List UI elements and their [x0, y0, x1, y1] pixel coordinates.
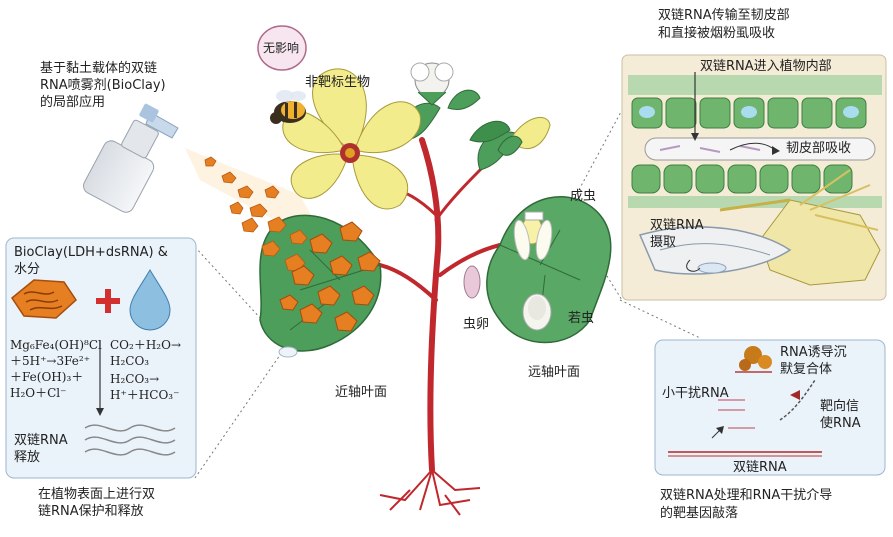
uptake-label-2: 摄取	[650, 235, 677, 250]
flower-icon	[282, 68, 421, 210]
cotton-boll-icon	[410, 62, 454, 106]
bottom-right-caption-1: 双链RNA处理和RNA干扰介导	[660, 488, 833, 503]
risc-complex-icon	[739, 346, 772, 371]
adult-label: 成虫	[570, 189, 597, 204]
eq-left-3: ＋Fe(OH)₃＋	[10, 370, 84, 384]
no-effect-label: 无影响	[263, 41, 300, 55]
risc-label-1: RNA诱导沉	[780, 345, 847, 360]
spray-particles	[204, 156, 308, 272]
dsrna-label: 双链RNA	[733, 460, 787, 475]
nymph-icon	[522, 293, 552, 331]
spray-title-line3: 的局部应用	[40, 95, 106, 110]
lower-cells	[631, 164, 853, 194]
risc-label-2: 默复合体	[780, 362, 833, 377]
spray-title-line2: RNA喷雾剂(BioClay)	[40, 78, 166, 93]
eq-left-1: Mg₆Fe₄(OH)⁸Cl	[10, 338, 102, 352]
clay-hexagon-icon	[10, 279, 77, 319]
release-label-1: 双链RNA	[14, 433, 68, 448]
dsrna-release-lines	[84, 424, 176, 456]
target-label-1: 靶向信	[820, 399, 860, 414]
roots	[379, 469, 481, 516]
whitefly-body-icon	[638, 169, 881, 286]
upper-epidermis	[628, 75, 882, 95]
release-label-2: 释放	[14, 450, 41, 465]
eq-right-1: CO₂＋H₂O→	[110, 338, 181, 352]
droplet-on-leaf	[278, 346, 298, 358]
left-box-title: BioClay(LDH+dsRNA) &	[14, 245, 168, 260]
bottom-right-box	[654, 339, 886, 476]
bottom-right-caption-2: 的靶基因敲落	[660, 506, 739, 521]
dsrna-strand	[668, 451, 822, 457]
top-right-caption-1: 双链RNA传输至韧皮部	[658, 8, 790, 23]
eq-right-4: H⁺＋HCO₃⁻	[110, 388, 180, 402]
eq-right-2: H₂CO₃	[110, 354, 150, 368]
uptake-label-1: 双链RNA	[650, 218, 704, 233]
flower-bud-icon	[497, 117, 551, 156]
egg-icon	[463, 265, 481, 299]
no-effect-badge	[257, 25, 307, 71]
eq-right-3: H₂CO₃→	[110, 372, 160, 386]
enter-plant-label: 双链RNA进入植物内部	[700, 59, 832, 74]
eq-left-2: ＋5H⁺→3Fe²⁺	[10, 354, 91, 368]
eq-left-4: H₂O＋Cl⁻	[10, 386, 67, 400]
spray-bottle-icon	[83, 103, 179, 213]
water-drop-icon	[129, 269, 171, 331]
upper-cells	[631, 97, 867, 129]
left-caption-1: 在植物表面上进行双	[38, 487, 156, 502]
sirna-lines	[718, 399, 755, 429]
left-box-title2: 水分	[14, 262, 41, 277]
bee-icon	[270, 90, 306, 124]
non-target-label: 非靶标生物	[305, 75, 371, 90]
sirna-label: 小干扰RNA	[662, 386, 729, 401]
abaxial-label: 远轴叶面	[528, 365, 581, 380]
adaxial-label: 近轴叶面	[335, 385, 388, 400]
target-label-2: 使RNA	[820, 416, 861, 431]
top-right-caption-2: 和直接被烟粉虱吸收	[658, 26, 776, 41]
spray-title-line1: 基于黏土载体的双链	[40, 61, 158, 76]
left-caption-2: 链RNA保护和释放	[38, 504, 144, 519]
phloem-uptake-label: 韧皮部吸收	[786, 141, 852, 156]
plant-stem	[378, 137, 502, 473]
plus-icon	[96, 289, 120, 313]
leaf-particles	[279, 221, 381, 332]
egg-label: 虫卵	[463, 317, 490, 332]
adult-whitefly-icon	[513, 211, 553, 261]
nymph-label: 若虫	[568, 311, 595, 326]
